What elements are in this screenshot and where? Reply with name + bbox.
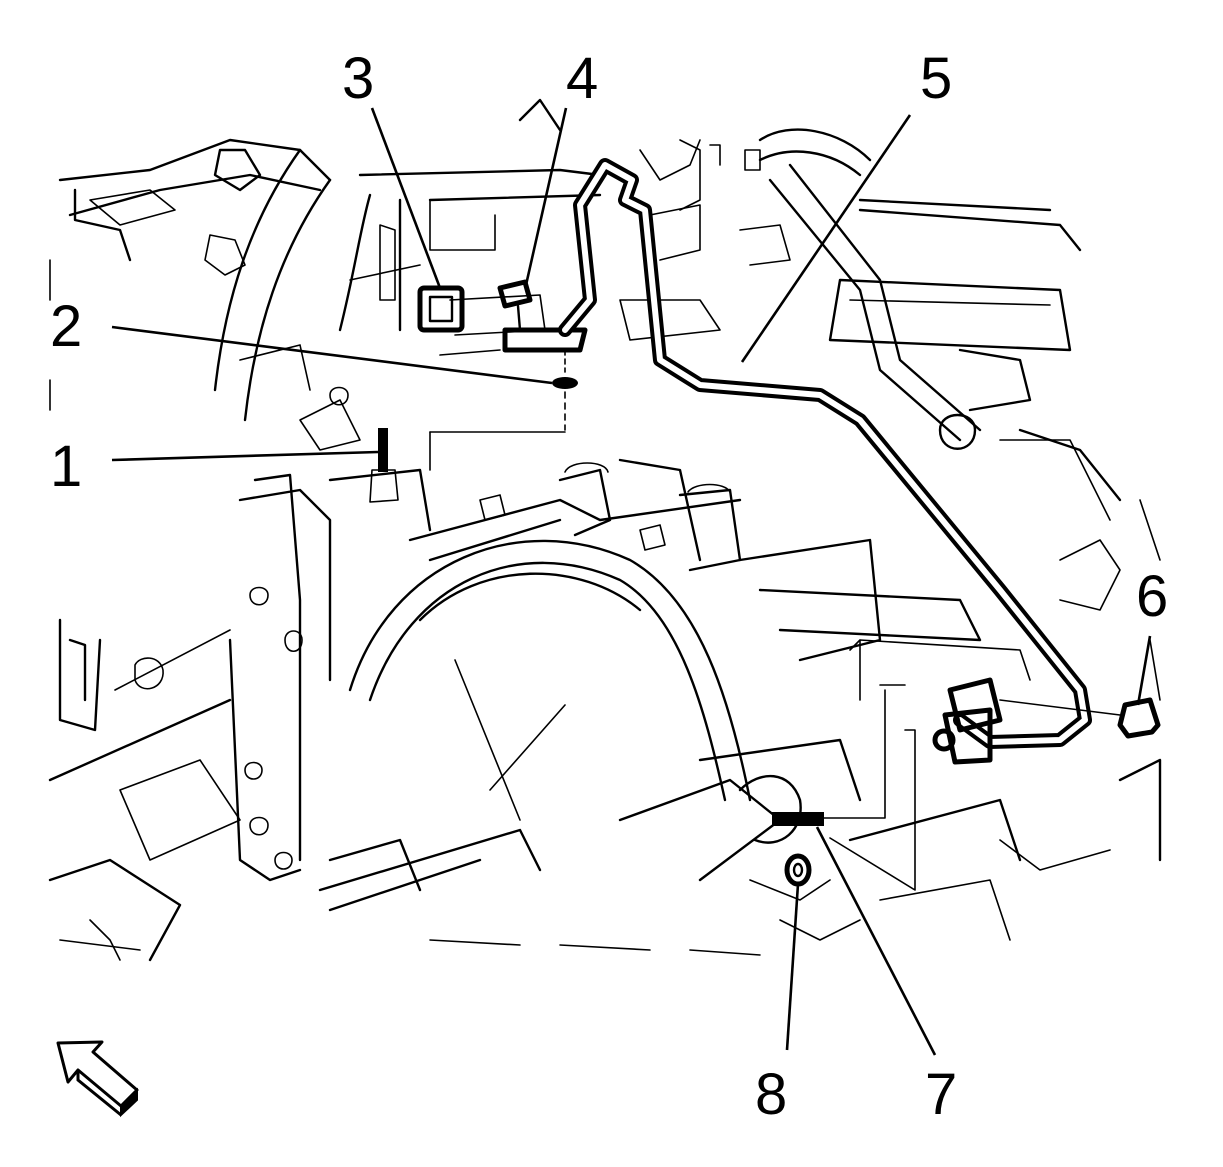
callout-3: 3 [342,46,375,111]
leader-lines [111,107,1152,1056]
leader-line-5 [740,114,912,363]
leader-line-4 [524,107,568,286]
lower-stud-part [772,684,916,891]
front-direction-arrow-icon [56,1040,139,1118]
cooler-pipe [558,158,1121,765]
leader-line-2 [111,325,553,385]
callout-1: 1 [50,434,83,499]
callout-7: 7 [925,1062,958,1127]
fitting-nut-part [1117,697,1161,739]
washer-part [429,377,578,471]
leader-line-6 [1136,635,1152,706]
retainer-clip-part [417,285,465,333]
leader-line-1 [111,450,379,462]
stud-part [369,428,399,503]
leader-line-3 [370,107,442,289]
engine-bay-background [48,98,1162,962]
lower-washer-part [784,853,812,887]
callout-4: 4 [566,46,599,111]
leader-line-7 [815,826,937,1056]
callout-6: 6 [1136,564,1169,629]
callout-5: 5 [920,46,953,111]
callout-2: 2 [50,294,83,359]
callout-8: 8 [755,1062,788,1127]
leader-line-8 [785,883,800,1051]
